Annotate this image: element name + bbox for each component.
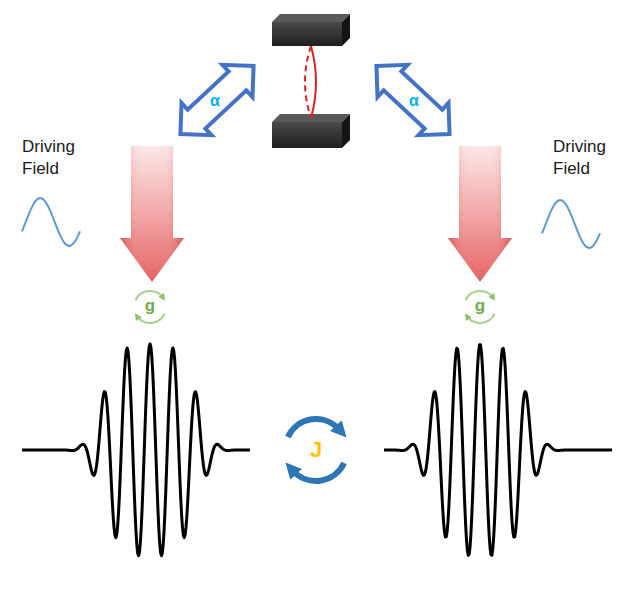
illustration-strokes	[22, 198, 612, 556]
coupling-arrow	[165, 50, 268, 150]
upper-block	[272, 22, 342, 46]
drive-arrow	[120, 146, 184, 282]
exchange-arrow	[288, 419, 339, 437]
rotation-arrow	[467, 314, 495, 323]
rotation-arrow	[137, 314, 165, 323]
wave-packet	[22, 344, 250, 556]
field-label: Driving Field	[22, 136, 86, 180]
block-side	[342, 14, 350, 46]
label-holder: g	[145, 295, 155, 317]
label-holder: α	[409, 91, 419, 112]
hopping-symbol: J	[310, 436, 322, 465]
sine-wave	[22, 198, 80, 246]
field-label: Driving Field	[553, 136, 617, 180]
block-side	[342, 114, 350, 148]
label-holder: J	[310, 436, 322, 465]
coupling-arrow	[361, 50, 464, 150]
label-holder: Driving Field	[553, 136, 617, 180]
string-solid	[311, 46, 316, 118]
wave-packet	[384, 345, 612, 556]
lower-block	[272, 122, 342, 148]
string-dashed	[305, 46, 311, 118]
sine-wave	[542, 200, 600, 248]
resonator	[272, 14, 350, 148]
coupling-symbol: g	[145, 295, 155, 317]
label-holder: α	[210, 91, 220, 112]
coupling-symbol: α	[210, 91, 220, 112]
exchange-arrow	[293, 463, 344, 481]
block-top-face	[272, 14, 350, 22]
label-holder: Driving Field	[22, 136, 86, 180]
label-holder: g	[475, 295, 485, 317]
drive-arrow	[448, 146, 512, 282]
coupling-symbol: g	[475, 295, 485, 317]
coupling-symbol: α	[409, 91, 419, 112]
